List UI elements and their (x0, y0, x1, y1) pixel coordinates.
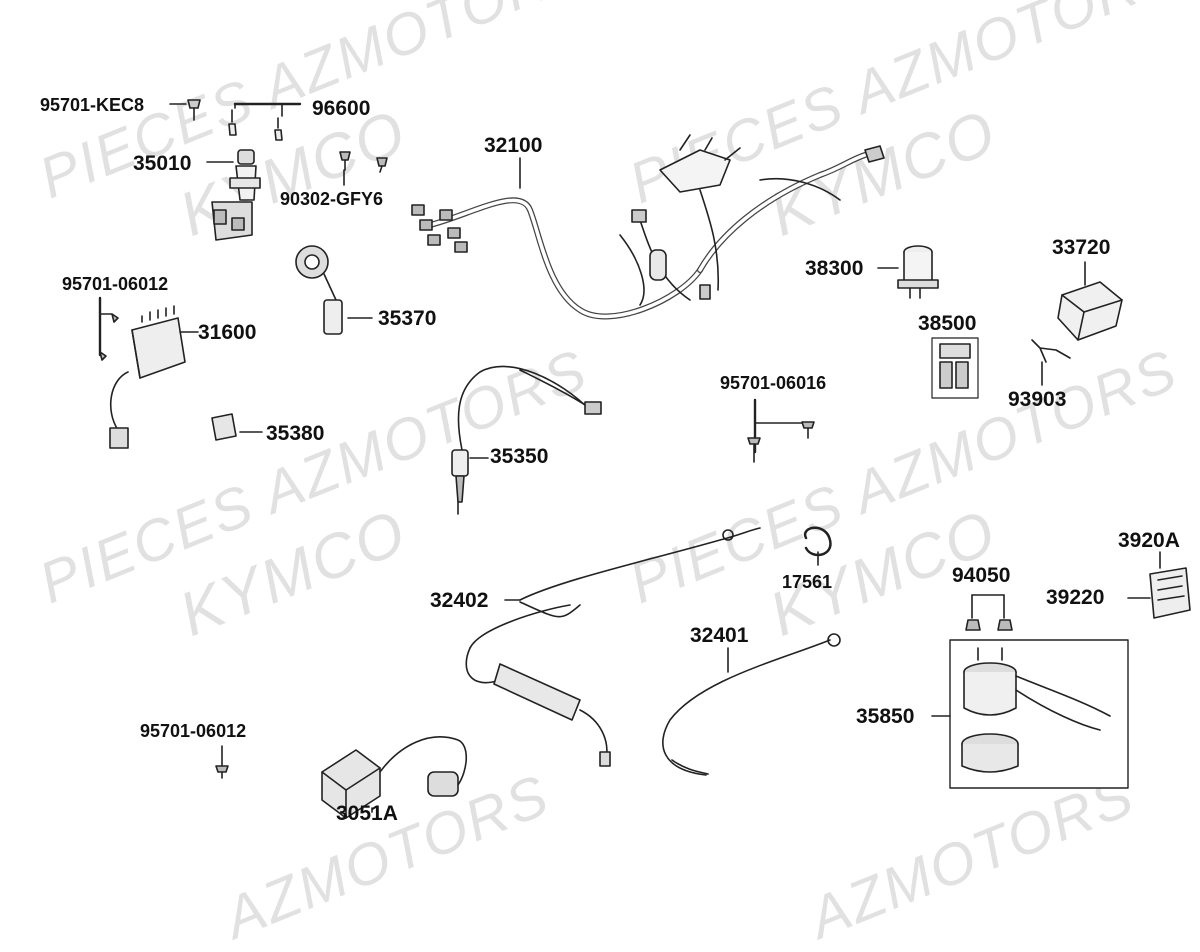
part-label-93903: 93903 (1008, 388, 1067, 411)
oxygen-sensor-part (451, 365, 602, 515)
part-label-33720: 33720 (1052, 236, 1111, 259)
part-label-38300: 38300 (805, 257, 864, 280)
part-label-32402: 32402 (430, 589, 489, 612)
wiring-harness-part (411, 134, 885, 320)
part-label-17561: 17561 (782, 572, 833, 592)
part-label-95701-06012-top: 95701-06012 (62, 274, 169, 294)
part-label-90302-gfy6: 90302-GFY6 (280, 189, 384, 209)
part-label-35850: 35850 (856, 705, 915, 728)
part-label-35010: 35010 (133, 152, 192, 175)
part-label-96600: 96600 (312, 97, 371, 120)
part-label-39220: 39220 (1046, 586, 1105, 609)
part-label-3051a: 3051A (336, 802, 398, 825)
key-switch-part (187, 99, 283, 241)
rectifier-part (1149, 567, 1191, 619)
diagram-artwork (98, 99, 1191, 819)
battery-cable-part (465, 527, 761, 767)
part-label-35370: 35370 (378, 307, 437, 330)
part-label-95701-06016: 95701-06016 (720, 373, 827, 393)
ground-cable-part (662, 633, 841, 776)
ignition-coil-part (321, 736, 468, 819)
part-label-31600: 31600 (198, 321, 257, 344)
part-label-35350: 35350 (490, 445, 549, 468)
part-label-95701-06012-bottom: 95701-06012 (140, 721, 247, 741)
part-label-38500: 38500 (918, 312, 977, 335)
part-label-35380: 35380 (266, 422, 325, 445)
starter-relay-part (961, 647, 1111, 773)
regulator-part (99, 305, 186, 449)
part-label-32401: 32401 (690, 624, 749, 647)
part-label-94050: 94050 (952, 564, 1011, 587)
cdi-unit-part (1057, 281, 1123, 341)
part-label-95701-kec8: 95701-KEC8 (40, 95, 145, 115)
relay-part (897, 245, 939, 299)
part-label-32100: 32100 (484, 134, 543, 157)
sensor-part (295, 245, 343, 335)
parts-diagram: PIECES AZMOTORS KYMCO PIECES AZMOTORS KY… (30, 0, 1191, 951)
part-label-3920a: 3920A (1118, 529, 1180, 552)
